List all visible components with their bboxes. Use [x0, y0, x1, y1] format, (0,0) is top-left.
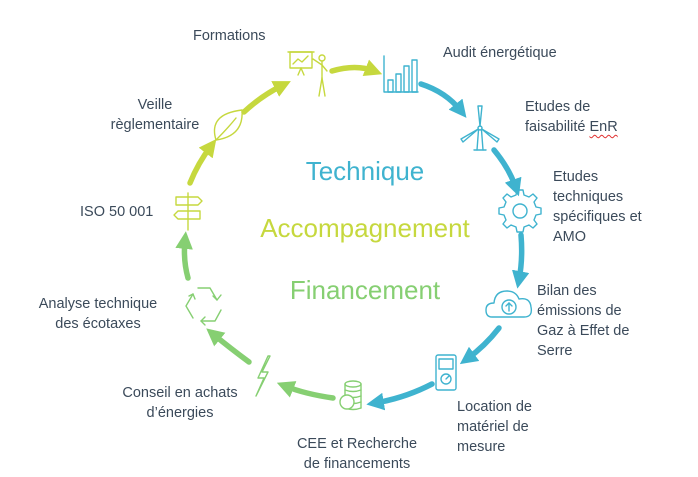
arrow-eolien-gear — [491, 147, 522, 197]
leaf-icon — [213, 109, 243, 141]
lightning-icon — [255, 355, 271, 397]
cycle-arrows — [175, 59, 530, 411]
arrow-leaf-board — [241, 81, 291, 115]
measuring-device-icon — [435, 354, 457, 391]
gear-icon — [498, 189, 542, 233]
label-location: Location de matériel de mesure — [457, 399, 532, 455]
wind-turbine-icon — [460, 105, 500, 151]
center-financement: Financement — [289, 275, 441, 305]
cloud-upload-icon — [485, 290, 533, 318]
presentation-board-icon — [287, 51, 328, 97]
label-conseil: Conseil en achats d’énergies — [122, 385, 238, 421]
label-etudes-faisabilite: Etudes de faisabilité EnR — [525, 99, 618, 135]
arrow-recycle-sign — [175, 231, 193, 281]
arrow-coins-lightning — [276, 381, 336, 401]
label-iso: ISO 50 001 — [80, 204, 154, 220]
recycle-icon — [185, 287, 222, 326]
center-technique: Technique — [305, 156, 425, 186]
label-etudes-techniques: Etudes techniques spécifiques et AMO — [553, 169, 642, 245]
arrow-sign-leaf — [187, 139, 217, 186]
label-cee: CEE et Recherche de financements — [296, 436, 418, 472]
label-ecotaxes: Analyse technique des écotaxes — [38, 296, 158, 332]
arrow-formations-audit — [329, 59, 383, 77]
coin-stack-icon — [339, 380, 362, 411]
arrow-cloud-device — [459, 325, 502, 365]
arrow-device-coins — [366, 381, 435, 411]
arrow-gear-cloud — [512, 232, 530, 289]
label-veille: Veille règlementaire — [110, 97, 200, 133]
center-accompagnement: Accompagnement — [260, 213, 470, 243]
signpost-icon — [173, 192, 203, 231]
bar-chart-icon — [383, 55, 419, 93]
arrow-audit-eolien — [418, 81, 467, 118]
arrow-lightning-recycle — [206, 328, 252, 365]
label-bilan: Bilan des émissions de Gaz à Effet de Se… — [537, 283, 630, 359]
label-audit: Audit énergétique — [443, 45, 557, 61]
label-formations: Formations — [193, 28, 266, 44]
